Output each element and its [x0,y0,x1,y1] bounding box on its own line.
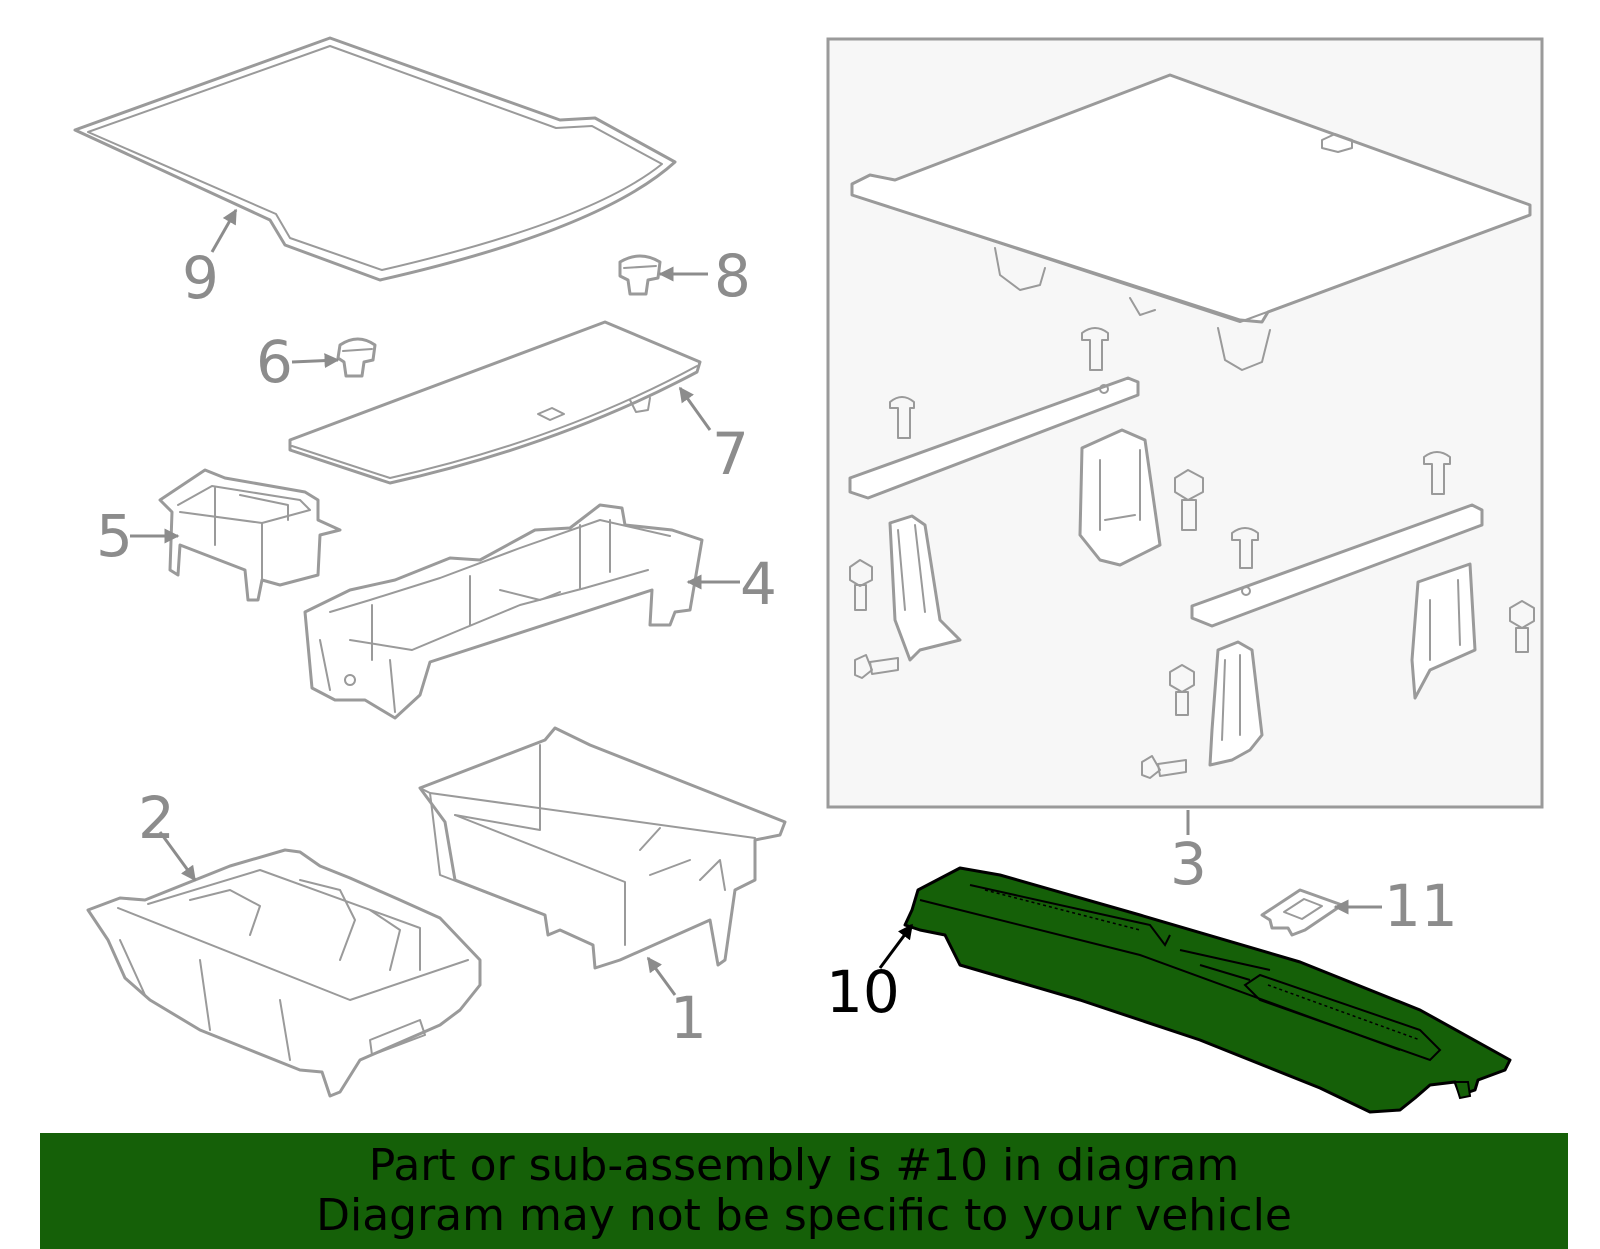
callout-10: 10 [826,958,900,1026]
callout-9: 9 [182,244,219,312]
part-11-clip[interactable] [1260,888,1344,937]
callout-7: 7 [712,420,749,488]
callout-3: 3 [1170,830,1207,898]
callout-1: 1 [670,984,707,1052]
part-1-storage-bin[interactable] [418,726,787,970]
part-9-floor-mat[interactable] [73,36,677,282]
part-3-inset[interactable] [826,37,1544,809]
banner-background [40,1133,1568,1249]
callout-11: 11 [1384,872,1458,940]
part-8-clip[interactable] [618,254,662,296]
callout-4: 4 [740,550,777,618]
callout-8: 8 [714,242,751,310]
part-10-trim-panel-highlighted[interactable] [903,866,1512,1114]
info-banner: Part or sub-assembly is #10 in diagram D… [40,1133,1568,1249]
part-6-clip[interactable] [336,337,377,378]
part-7-load-floor[interactable] [288,320,702,485]
banner-line-2: Diagram may not be specific to your vehi… [316,1190,1292,1241]
part-4-storage-tray[interactable] [303,503,704,720]
part-5-tray-bracket[interactable] [158,468,342,602]
part-2-front-tray[interactable] [86,848,482,1098]
banner-line-1: Part or sub-assembly is #10 in diagram [368,1140,1240,1191]
callout-6: 6 [256,328,293,396]
callout-2: 2 [138,784,175,852]
callout-5: 5 [96,502,133,570]
